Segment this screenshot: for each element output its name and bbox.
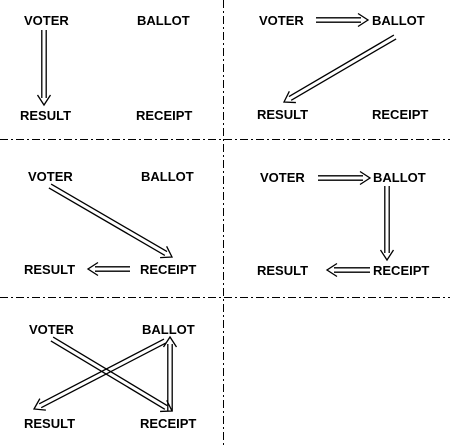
panel-5: VOTER BALLOT RESULT RECEIPT xyxy=(24,322,196,431)
receipt-label: RECEIPT xyxy=(136,108,192,123)
voter-label: VOTER xyxy=(29,322,74,337)
arrow-voter-to-ballot xyxy=(318,170,372,186)
receipt-label: RECEIPT xyxy=(140,416,196,431)
voter-label: VOTER xyxy=(259,13,304,28)
ballot-label: BALLOT xyxy=(137,13,190,28)
panel-5-arrows xyxy=(32,335,178,413)
arrow-voter-to-ballot xyxy=(316,12,370,28)
ballot-label: BALLOT xyxy=(373,170,426,185)
panel-4-arrows xyxy=(318,170,395,278)
ballot-label: BALLOT xyxy=(372,13,425,28)
panel-1-arrows xyxy=(36,30,52,107)
receipt-label: RECEIPT xyxy=(140,262,196,277)
voter-label: VOTER xyxy=(24,13,69,28)
arrow-voter-to-receipt xyxy=(50,336,174,413)
panel-1: VOTER BALLOT RESULT RECEIPT xyxy=(20,13,192,123)
result-label: RESULT xyxy=(24,416,75,431)
receipt-label: RECEIPT xyxy=(372,107,428,122)
arrow-ballot-to-receipt xyxy=(379,186,395,262)
receipt-label: RECEIPT xyxy=(373,263,429,278)
arrow-receipt-to-result xyxy=(86,261,130,277)
panel-3-arrows xyxy=(48,183,174,277)
ballot-label: BALLOT xyxy=(141,169,194,184)
ballot-label: BALLOT xyxy=(142,322,195,337)
arrow-voter-to-receipt xyxy=(48,183,174,259)
arrow-receipt-to-result xyxy=(325,262,370,278)
result-label: RESULT xyxy=(257,107,308,122)
panel-3: VOTER BALLOT RESULT RECEIPT xyxy=(24,169,196,277)
panel-2-arrows xyxy=(282,12,397,104)
voter-label: VOTER xyxy=(260,170,305,185)
arrow-voter-to-result xyxy=(36,30,52,107)
arrow-receipt-to-ballot xyxy=(162,335,178,411)
arrow-ballot-to-result xyxy=(282,34,397,104)
result-label: RESULT xyxy=(257,263,308,278)
result-label: RESULT xyxy=(24,262,75,277)
voter-label: VOTER xyxy=(28,169,73,184)
panel-4: VOTER BALLOT RESULT RECEIPT xyxy=(257,170,429,278)
arrow-ballot-to-result xyxy=(32,338,167,411)
panel-2: VOTER BALLOT RESULT RECEIPT xyxy=(257,12,428,122)
result-label: RESULT xyxy=(20,108,71,123)
